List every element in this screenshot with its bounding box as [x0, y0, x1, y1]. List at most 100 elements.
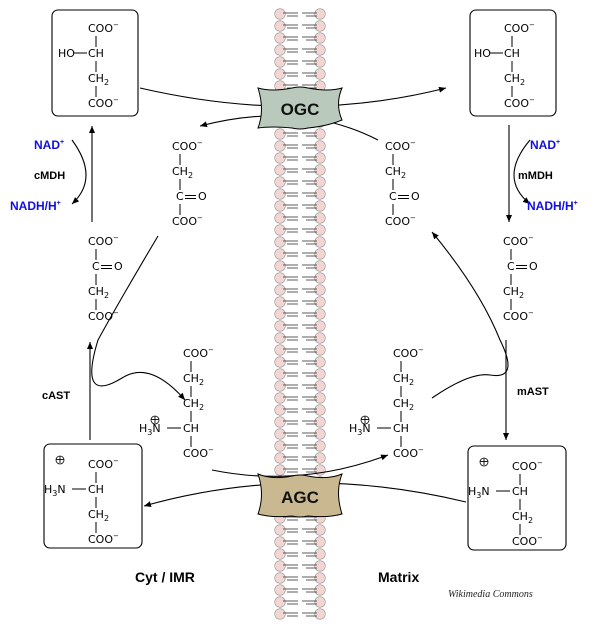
lipid-head	[314, 284, 326, 296]
lipid-head	[274, 596, 286, 608]
carbon-label: C	[176, 190, 184, 203]
lipid-head	[274, 416, 286, 428]
carboxylate-label: COO−	[385, 139, 416, 153]
plus-sign: +	[479, 455, 488, 468]
credit-text: Wikimedia Commons	[448, 589, 533, 600]
lipid-head	[314, 32, 326, 44]
lipid-head	[274, 188, 286, 200]
lipid-head	[314, 20, 326, 32]
lipid-head	[314, 248, 326, 260]
ch-label: CH	[88, 483, 104, 496]
carbon-label: C	[507, 260, 515, 273]
plus-sign: +	[55, 453, 64, 466]
oxygen-label: O	[114, 260, 123, 273]
lipid-head	[274, 404, 286, 416]
lipid-head	[314, 140, 326, 152]
plus-sign: +	[150, 413, 159, 426]
cytosol-region-label: Cyt / IMR	[135, 569, 195, 585]
lipid-head	[314, 320, 326, 332]
matrix-aspartate-box	[467, 445, 567, 551]
lipid-head	[314, 596, 326, 608]
ch-label: CH	[88, 47, 104, 60]
lipid-head	[274, 56, 286, 68]
lipid-head	[314, 200, 326, 212]
matrix-nadh-label: NADH/H+	[527, 199, 578, 213]
glutamate-import-arrow	[211, 454, 389, 477]
ogc-transporter-shape	[257, 86, 343, 130]
lipid-head	[274, 536, 286, 548]
lipid-head	[274, 164, 286, 176]
lipid-head	[274, 332, 286, 344]
carboxylate-label: COO−	[503, 234, 534, 248]
ch-label: CH	[393, 422, 409, 435]
cast-aminotransfer-curve	[91, 235, 186, 401]
ch-label: CH	[504, 47, 520, 60]
cmdh-label: cMDH	[34, 170, 65, 182]
lipid-head	[314, 176, 326, 188]
lipid-head	[274, 320, 286, 332]
ch2-label: CH2	[172, 165, 193, 180]
ogc-transporter: OGC	[257, 86, 343, 130]
matrix-nad-label: NAD+	[530, 138, 560, 152]
lipid-head	[274, 572, 286, 584]
lipid-head	[274, 32, 286, 44]
lipid-head	[314, 440, 326, 452]
positive-charge-icon	[150, 415, 160, 425]
agc-label: AGC	[281, 488, 319, 507]
lipid-head	[314, 188, 326, 200]
lipid-head	[274, 356, 286, 368]
lipid-head	[274, 452, 286, 464]
agc-transporter-shape	[257, 473, 343, 518]
lipid-head	[274, 380, 286, 392]
cytosol-nad-label: NAD+	[34, 138, 64, 152]
carbon-label: C	[92, 260, 100, 273]
carboxylate-label: COO−	[504, 96, 535, 110]
mast-label: mAST	[517, 386, 549, 398]
lipid-head	[314, 260, 326, 272]
lipid-head	[314, 356, 326, 368]
lipid-head	[314, 56, 326, 68]
lipid-head	[314, 296, 326, 308]
lipid-head	[314, 536, 326, 548]
carboxylate-label: COO−	[385, 214, 416, 228]
cytosol-cofactors: NAD+ NADH/H+	[10, 138, 64, 213]
lipid-head	[314, 44, 326, 56]
mmdh-label: mMDH	[518, 170, 553, 182]
lipid-head	[314, 272, 326, 284]
flow-arrows	[71, 86, 531, 507]
lipid-head	[314, 548, 326, 560]
lipid-head	[314, 308, 326, 320]
oxygen-label: O	[529, 260, 538, 273]
carboxylate-label: COO−	[503, 309, 534, 323]
lipid-head	[314, 584, 326, 596]
lipid-head	[274, 248, 286, 260]
ch2-label: CH2	[504, 72, 525, 87]
amino-label: H3N	[349, 422, 371, 437]
lipid-head	[274, 176, 286, 188]
carboxylate-label: COO−	[88, 532, 119, 546]
lipid-head	[274, 44, 286, 56]
lipid-head	[274, 560, 286, 572]
plus-sign: +	[360, 413, 369, 426]
ch2-label: CH2	[183, 372, 204, 387]
ch-label: CH	[512, 485, 528, 498]
carboxylate-label: COO−	[393, 446, 424, 460]
matrix-cofactors: NAD+ NADH/H+	[527, 138, 578, 213]
cmdh-cofactor-curve	[71, 139, 87, 205]
lipid-head	[274, 608, 286, 620]
lipid-head	[274, 212, 286, 224]
lipid-head	[274, 68, 286, 80]
lipid-head	[314, 224, 326, 236]
lipid-head	[274, 200, 286, 212]
lipid-head	[274, 464, 286, 476]
lipid-head	[314, 68, 326, 80]
carboxylate-label: COO−	[512, 534, 543, 548]
carboxylate-label: COO−	[512, 459, 543, 473]
